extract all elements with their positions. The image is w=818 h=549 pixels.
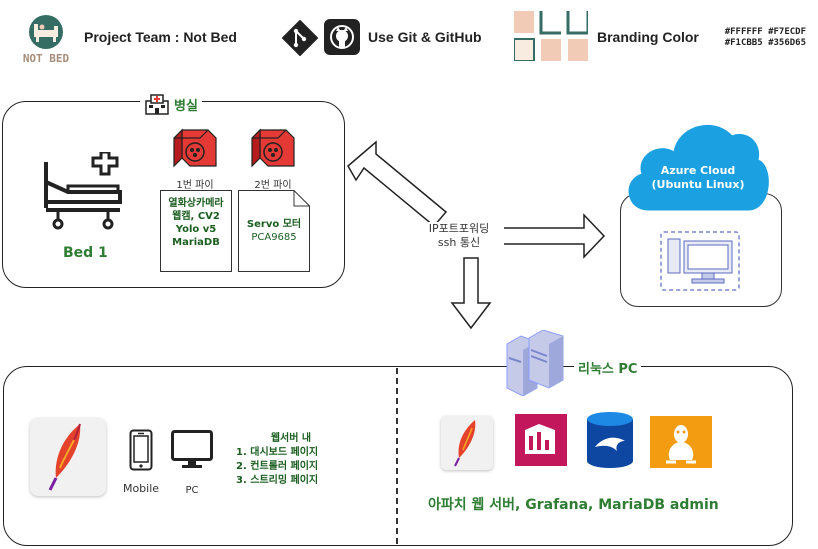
azure-line1: Azure Cloud <box>660 164 736 177</box>
not-bed-logo <box>14 14 78 66</box>
git-icon <box>281 19 319 57</box>
pi1-doc: 열화상카메라 웹캠, CV2 Yolo v5 MariaDB <box>160 190 232 272</box>
section-divider <box>396 368 398 544</box>
monitor-icon <box>171 430 213 470</box>
apache-feather-small-icon <box>441 416 493 470</box>
mariadb-icon <box>585 411 635 469</box>
apache-feather-icon <box>30 418 106 496</box>
connection-label: IP포트포워딩 ssh 통신 <box>414 222 504 250</box>
services-label: 아파치 웹 서버, Grafana, MariaDB admin <box>428 497 719 513</box>
raspberry-pi-2-icon <box>250 126 296 170</box>
linux-pc-container <box>3 366 793 546</box>
git-label: Use Git & GitHub <box>368 29 482 45</box>
linux-pc-label: 리눅스 PC <box>574 358 642 377</box>
azure-line2: (Ubuntu Linux) <box>651 178 745 191</box>
web-list-item: 1. 대시보드 페이지 <box>236 447 319 458</box>
pi1-label: 1번 파이 <box>176 180 214 191</box>
bed-label: Bed 1 <box>63 245 108 261</box>
pi2-item: Servo 모터 <box>246 219 302 230</box>
server-icon <box>503 329 567 397</box>
grafana-icon <box>515 414 567 466</box>
linux-icon <box>650 416 712 468</box>
pi2-doc: Servo 모터 PCA9685 <box>238 190 310 272</box>
branding-codes-line1: #FFFFFF #F7ECDF <box>724 27 806 37</box>
arrow-to-room <box>347 140 448 228</box>
room-label-text: 병실 <box>174 98 198 114</box>
branding-label: Branding Color <box>597 29 699 45</box>
logo-text: NOT BED <box>22 52 70 65</box>
pc-label: PC <box>185 485 199 496</box>
azure-vm-icon <box>660 231 740 291</box>
bed-icon <box>38 150 128 232</box>
color-palette-icon <box>513 11 590 62</box>
azure-label: Azure Cloud (Ubuntu Linux) <box>622 164 774 192</box>
web-list-title: 웹서버 내 <box>270 433 312 444</box>
pi2-item: PCA9685 <box>251 232 297 243</box>
connection-line2: ssh 통신 <box>437 236 481 249</box>
connection-line1: IP포트포워딩 <box>428 222 490 235</box>
raspberry-pi-1-icon <box>172 126 218 170</box>
room-label: 병실 <box>140 93 202 115</box>
pi1-item: Yolo v5 <box>175 224 217 235</box>
branding-codes-line2: #F1CBB5 #356D65 <box>724 38 806 48</box>
pi2-label: 2번 파이 <box>254 180 292 191</box>
arrow-to-linux <box>450 257 492 330</box>
web-server-list: 웹서버 내 1. 대시보드 페이지 2. 컨트롤러 페이지 3. 스트리밍 페이… <box>236 432 346 488</box>
logo-icon <box>29 15 63 49</box>
mobile-icon <box>129 429 153 471</box>
github-icon <box>324 19 360 55</box>
web-list-item: 2. 컨트롤러 페이지 <box>236 461 319 472</box>
pi1-item: MariaDB <box>172 237 220 248</box>
hospital-icon <box>145 94 169 115</box>
mobile-label: Mobile <box>122 482 160 495</box>
team-label: Project Team : Not Bed <box>84 29 237 45</box>
pi1-item: 열화상카메라 <box>168 198 224 209</box>
arrow-to-azure <box>487 213 606 259</box>
pi1-item: 웹캠, CV2 <box>172 211 220 222</box>
web-list-item: 3. 스트리밍 페이지 <box>236 475 319 486</box>
azure-cloud-icon <box>622 116 774 216</box>
